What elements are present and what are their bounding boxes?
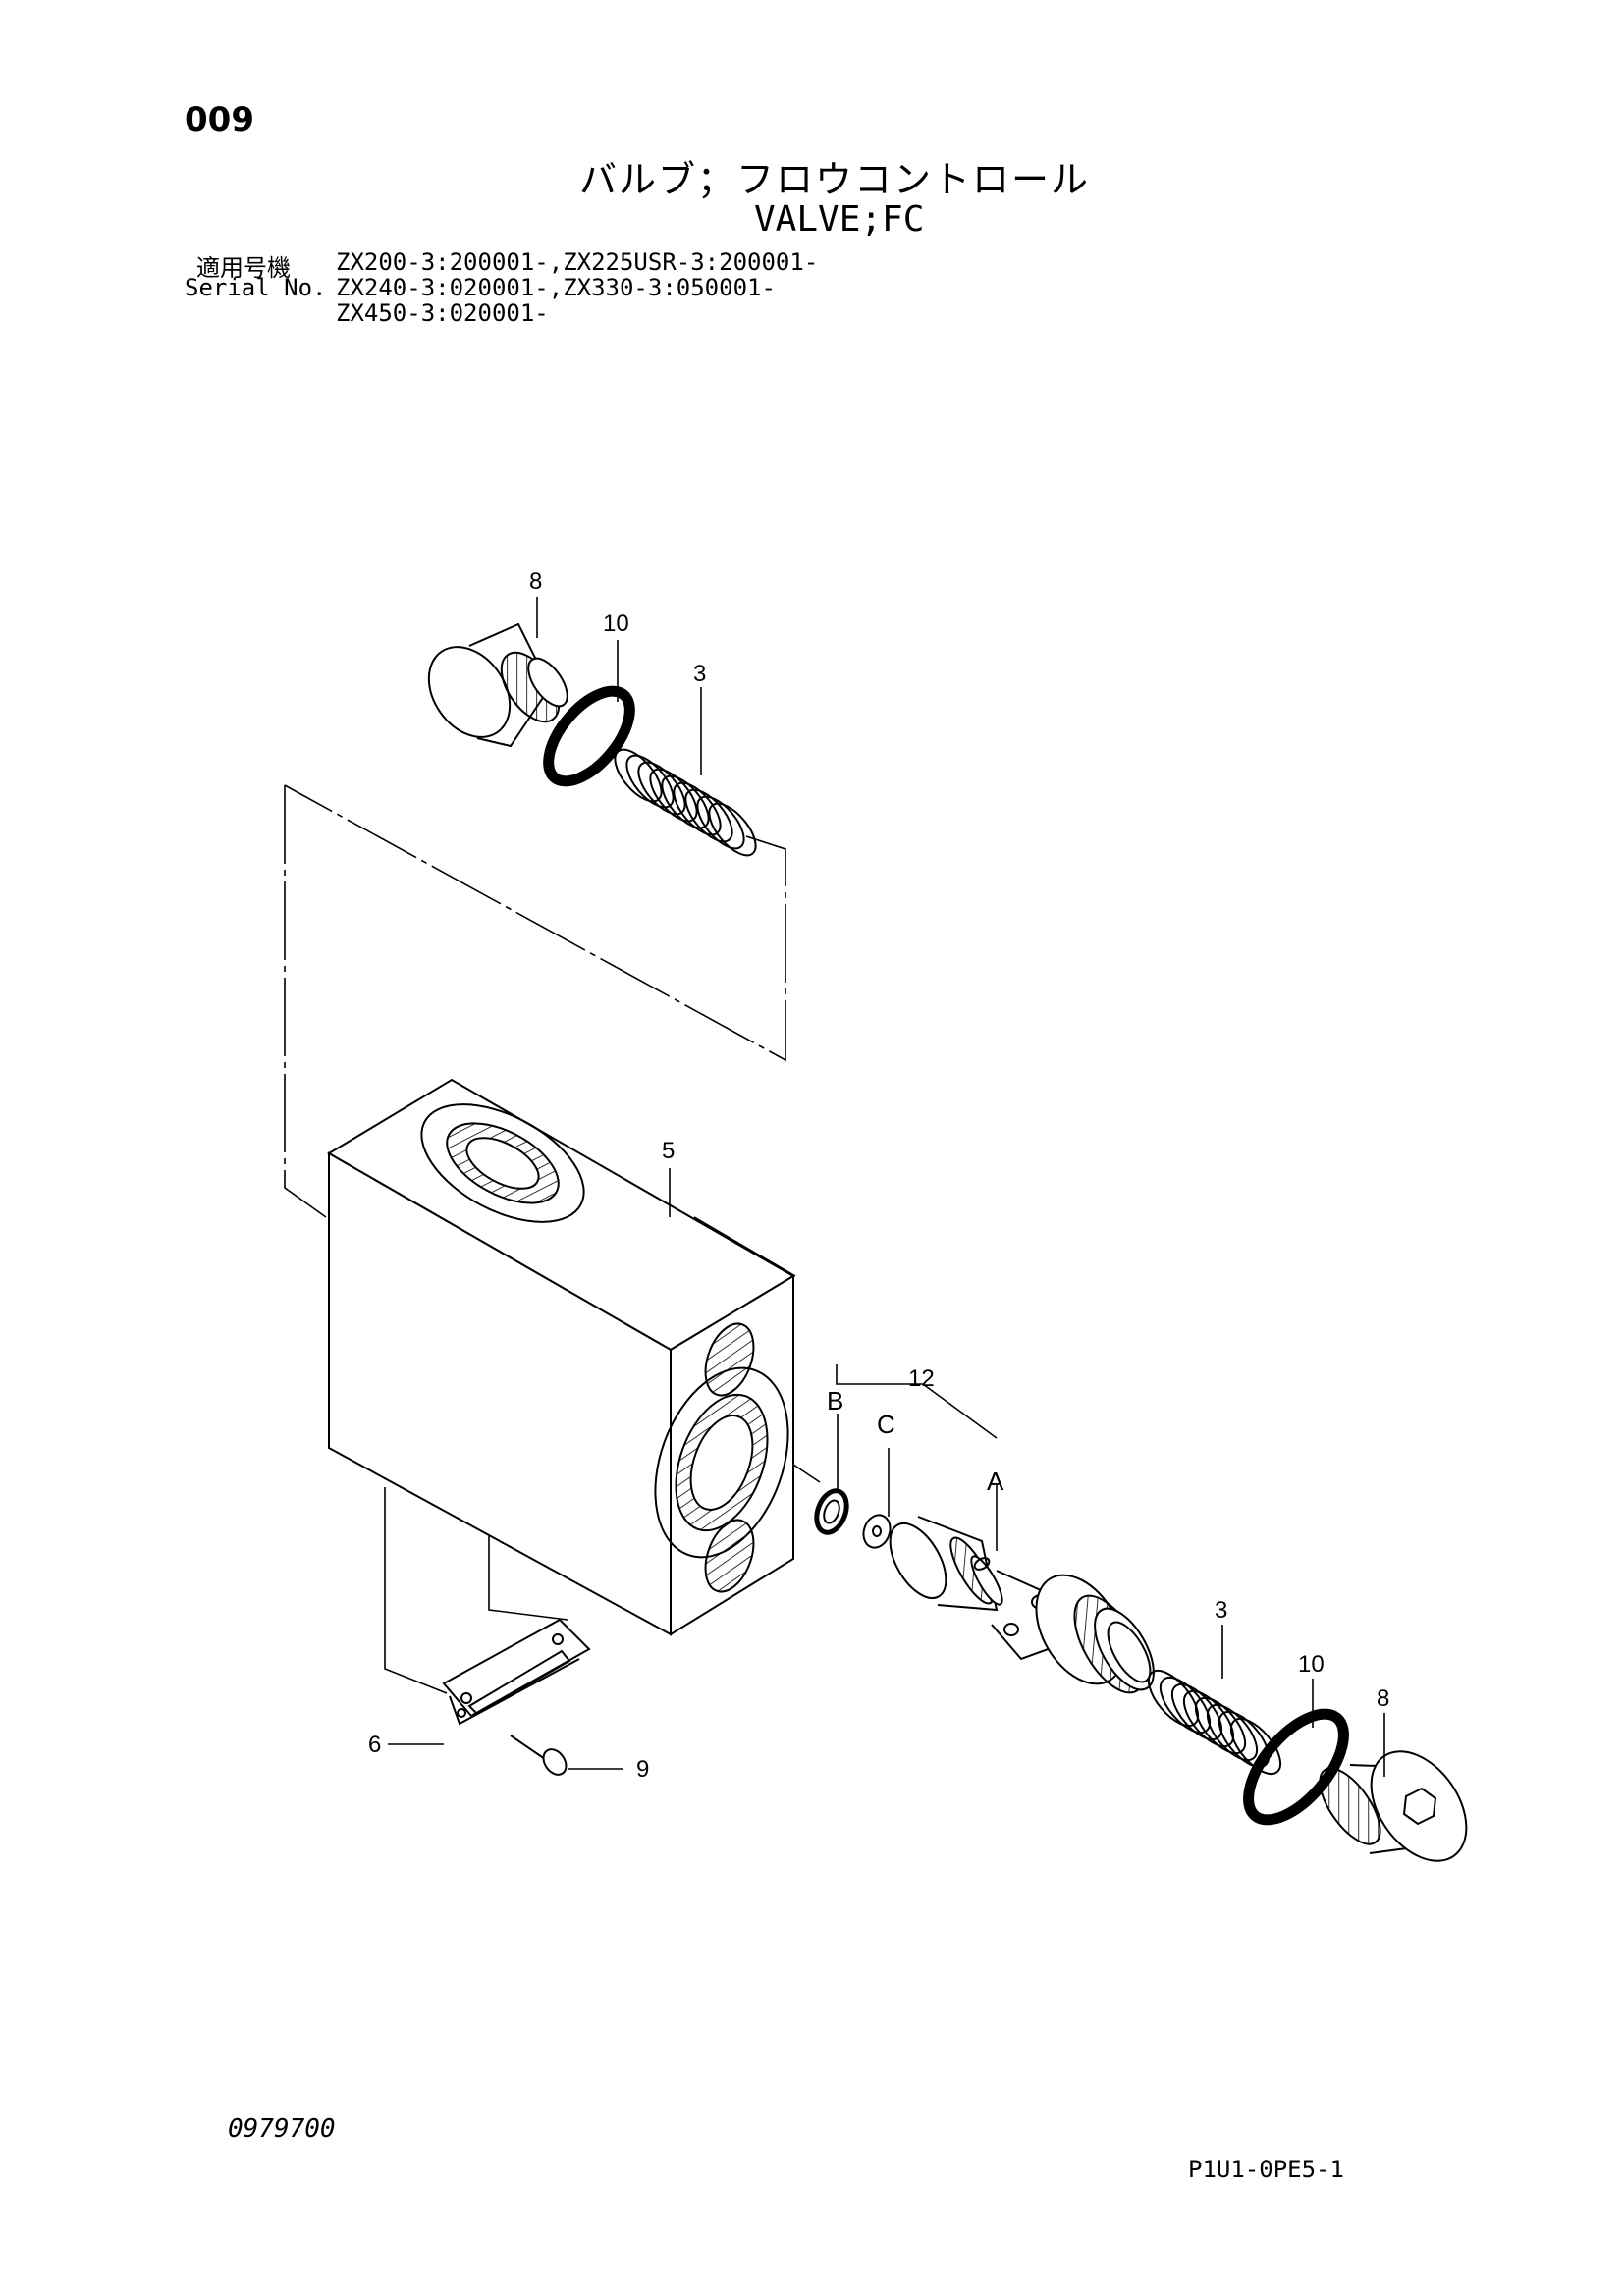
o-ring-top-part-10 — [543, 685, 635, 787]
assembly-lines — [284, 784, 821, 1694]
plug-top-part-8 — [427, 622, 568, 748]
callout-10-top: 10 — [603, 611, 629, 637]
spool-sleeve-a — [889, 1516, 1155, 1694]
spring-bottom-part-3 — [1147, 1669, 1282, 1776]
serial-label-japanese: 適用号機 — [196, 254, 291, 282]
serial-line-1: ZX200-3:200001-,ZX225USR-3:200001- — [336, 248, 819, 276]
callout-b: B — [827, 1386, 843, 1415]
callout-6: 6 — [368, 1732, 381, 1758]
page-reference-code: P1U1-0PE5-1 — [1188, 2156, 1344, 2183]
serial-label-english: Serial No. — [185, 274, 327, 301]
plug-bottom-part-8 — [1319, 1750, 1468, 1862]
spring-top-part-3 — [614, 748, 757, 857]
ring-b — [814, 1488, 849, 1535]
drawing-number: 0979700 — [228, 2114, 336, 2144]
callout-8-bottom: 8 — [1377, 1685, 1389, 1712]
plate-part-6 — [442, 1618, 591, 1726]
title-english: VALVE;FC — [754, 199, 925, 240]
callout-a: A — [987, 1467, 1004, 1496]
serial-line-2: ZX240-3:020001-,ZX330-3:050001- — [336, 274, 776, 301]
title-japanese: バルブ；フロウコントロール — [579, 158, 1091, 201]
callout-12: 12 — [908, 1365, 935, 1392]
callout-c: C — [877, 1410, 895, 1439]
washer-c — [862, 1514, 892, 1549]
page-number: 009 — [185, 100, 254, 139]
callout-10-bottom: 10 — [1298, 1651, 1325, 1678]
leader-lines — [388, 597, 1385, 1777]
callout-9: 9 — [636, 1756, 649, 1783]
callout-3-top: 3 — [693, 661, 706, 687]
callout-3-bottom: 3 — [1215, 1597, 1227, 1624]
screw-part-9 — [510, 1735, 568, 1776]
serial-line-3: ZX450-3:020001- — [336, 299, 549, 327]
callout-8-top: 8 — [529, 568, 542, 595]
callout-5: 5 — [662, 1138, 675, 1164]
valve-body-part-5 — [327, 1078, 795, 1636]
